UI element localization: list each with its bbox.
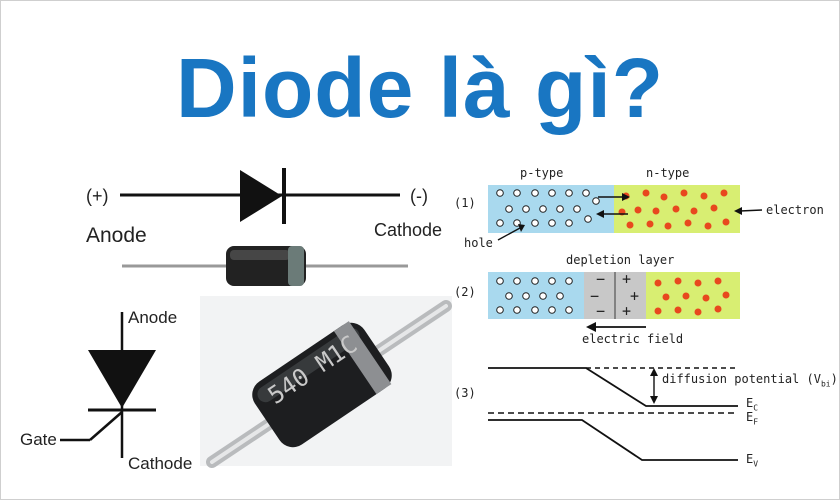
- conduction-band: [488, 367, 738, 407]
- hole-label: hole: [464, 236, 493, 250]
- conduction-band-label: EC: [746, 396, 759, 413]
- diode-triangle: [240, 170, 282, 222]
- minus-terminal-label: (-): [410, 186, 428, 206]
- depletion-plus-3: +: [622, 302, 632, 320]
- step-3-label: (3): [454, 386, 476, 400]
- depletion-plus-1: +: [622, 270, 632, 288]
- diode-symbol: [120, 168, 400, 224]
- band-diagram: [488, 367, 738, 461]
- diffusion-potential-label: diffusion potential (Vbi): [662, 372, 838, 389]
- p-type-label: p-type: [520, 166, 564, 180]
- cathode-label: Cathode: [374, 220, 443, 240]
- diode-photo: [200, 296, 452, 468]
- diode-component-small: [122, 246, 408, 286]
- depletion-minus-3: −: [596, 302, 606, 320]
- thyristor-cathode-label: Cathode: [128, 454, 193, 473]
- thyristor-anode-label: Anode: [128, 308, 178, 327]
- depletion-layer-label: depletion layer: [566, 253, 675, 267]
- junction-row-2: [488, 272, 740, 332]
- electric-field-label: electric field: [582, 332, 684, 346]
- plus-terminal-label: (+): [86, 186, 109, 206]
- anode-label: Anode: [86, 224, 147, 247]
- page-title: Diode là gì?: [175, 41, 665, 135]
- depletion-plus-2: +: [630, 287, 640, 305]
- step-2-label: (2): [454, 285, 476, 299]
- n-type-label: n-type: [646, 166, 690, 180]
- valence-band-label: EV: [746, 452, 759, 469]
- electron-label: electron: [766, 203, 824, 217]
- depletion-minus-1: −: [596, 270, 606, 288]
- thyristor-symbol: [60, 312, 156, 458]
- valence-band: [488, 419, 738, 461]
- step-1-label: (1): [454, 196, 476, 210]
- depletion-minus-2: −: [590, 287, 600, 305]
- thyristor-gate-label: Gate: [20, 430, 57, 449]
- fermi-level-label: EF: [746, 410, 759, 427]
- junction-row-1: [488, 185, 763, 241]
